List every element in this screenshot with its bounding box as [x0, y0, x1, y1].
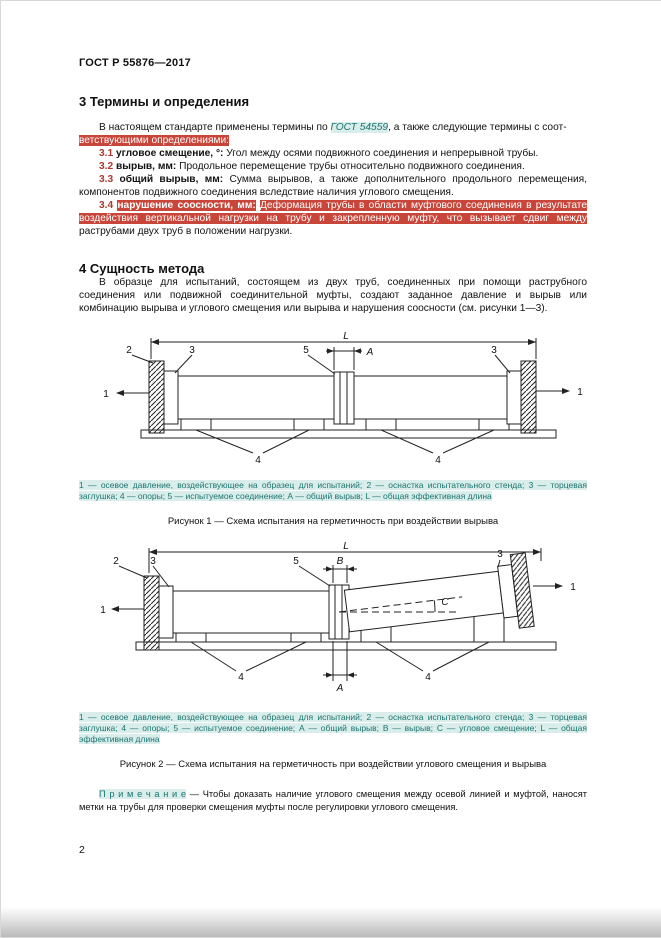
page-number: 2 — [79, 844, 85, 856]
callout-4: 4 — [255, 455, 261, 466]
figure-1-title: Рисунок 1 — Схема испытания на герметичн… — [167, 516, 499, 527]
tilted-centerline — [338, 596, 463, 613]
term-definition: Продольное перемещение трубы относительн… — [179, 161, 525, 172]
test-joint — [333, 371, 355, 425]
term-3-1: 3.1 угловое смещение, °: Угол между осям… — [79, 147, 587, 160]
standard-number-header: ГОСТ Р 55876—2017 — [79, 57, 191, 69]
note-paragraph: П р и м е ч а н и е — Чтобы доказать нал… — [79, 788, 587, 813]
figure-2-title: Рисунок 2 — Схема испытания на герметичн… — [119, 759, 547, 770]
stand-fixture-right — [509, 552, 535, 629]
term-3-2: 3.2 вырыв, мм: Продольное перемещение тр… — [79, 160, 587, 173]
term-number: 3.4 — [99, 200, 114, 211]
arrowheads — [116, 339, 570, 396]
section-4-heading: 4 Сущность метода — [79, 261, 205, 276]
leader-lines — [131, 354, 511, 454]
term-definition-rest: раструбами двух труб в положении нагрузк… — [79, 226, 293, 237]
figure-2-legend-text: 1 — осевое давление, воздействующее на о… — [79, 712, 587, 744]
note-label: П р и м е ч а н и е — [99, 789, 187, 799]
axial-pressure-arrows — [124, 390, 562, 394]
term-3-3: 3.3 общий вырыв, мм: Сумма вырывов, а та… — [79, 173, 587, 199]
callout-1: 1 — [577, 387, 583, 398]
figure-2: L 2 3 5 B 3 C 1 1 4 4 A — [91, 539, 587, 703]
section-4-body: В образце для испытаний, состоящем из дв… — [79, 277, 587, 314]
term-definition: Угол между осями подвижного соединения и… — [226, 148, 539, 159]
end-cap-right — [506, 370, 522, 425]
stand-fixture-left — [143, 575, 160, 651]
figure-2-diagram: L 2 3 5 B 3 C 1 1 4 4 A — [100, 541, 576, 694]
intro-text-highlighted: ветствующими определениями: — [79, 135, 229, 146]
stand-fixture-right — [520, 360, 537, 434]
end-cap-left — [163, 370, 179, 425]
figure-1-legend: 1 — осевое давление, воздействующее на о… — [79, 480, 587, 502]
intro-text-start: В настоящем стандарте применены термины … — [99, 122, 331, 133]
page-content: ГОСТ Р 55876—2017 3 Термины и определени… — [79, 1, 587, 822]
figure-2-legend: 1 — осевое давление, воздействующее на о… — [79, 712, 587, 745]
bench-base — [140, 429, 557, 439]
dim-A-label: A — [336, 683, 344, 694]
term-name: угловое смещение, °: — [116, 148, 224, 159]
term-name: общий вырыв, мм: — [119, 174, 224, 185]
note-text: — Чтобы доказать наличие углового смещен… — [79, 789, 587, 812]
dim-C-label: C — [441, 597, 449, 608]
section-3-heading: 3 Термины и определения — [79, 94, 250, 109]
pipe-left — [158, 590, 340, 634]
callout-2: 2 — [126, 345, 132, 356]
tilted-pipe-assembly — [338, 552, 535, 633]
figure-1-linework — [124, 338, 562, 454]
term-number: 3.2 — [99, 161, 114, 172]
term-number: 3.1 — [99, 148, 114, 159]
dimension-L — [148, 548, 542, 573]
callout-3: 3 — [150, 556, 156, 567]
end-cap-left — [158, 585, 174, 639]
figure-1: L 2 3 5 3 A 1 1 4 4 — [96, 331, 587, 471]
bench-base — [135, 641, 557, 651]
callout-4: 4 — [425, 672, 431, 683]
callout-3: 3 — [497, 549, 503, 560]
page-bottom-edge-shadow — [1, 907, 661, 937]
section-3-intro: В настоящем стандарте применены термины … — [79, 121, 587, 147]
term-3-4: 3.4 нарушение соосности, мм: Деформация … — [79, 199, 587, 238]
figure-1-diagram: L 2 3 5 3 A 1 1 4 4 — [103, 331, 583, 466]
dim-B-label: B — [337, 556, 344, 567]
dim-L-label: L — [343, 541, 349, 552]
callout-3: 3 — [189, 345, 195, 356]
dim-L-label: L — [343, 331, 349, 342]
axial-pressure-arrows — [119, 585, 555, 610]
callout-5: 5 — [293, 556, 299, 567]
callout-1: 1 — [570, 582, 576, 593]
callout-4: 4 — [435, 455, 441, 466]
intro-text-mid: , а также следующие термины с соот- — [388, 122, 567, 133]
term-number: 3.3 — [99, 174, 114, 185]
term-definition: Сумма вырывов, а также дополнительного п… — [79, 174, 587, 198]
callout-3: 3 — [491, 345, 497, 356]
stand-fixture-left — [148, 360, 165, 434]
dim-A-label: A — [366, 347, 374, 358]
figure-2-labels: L 2 3 5 B 3 C 1 1 4 4 A — [100, 541, 576, 694]
term-name: вырыв, мм: — [116, 161, 177, 172]
callout-5: 5 — [303, 345, 309, 356]
figure-2-linework — [118, 548, 557, 681]
callout-2: 2 — [113, 556, 119, 567]
callout-1: 1 — [100, 605, 106, 616]
angle-C-arc — [433, 600, 436, 613]
callout-4: 4 — [238, 672, 244, 683]
callout-1: 1 — [103, 389, 109, 400]
figure-1-legend-text: 1 — осевое давление, воздействующее на о… — [79, 480, 587, 501]
leader-lines — [118, 559, 501, 672]
gost-reference: ГОСТ 54559 — [330, 122, 389, 133]
figure-1-labels: L 2 3 5 3 A 1 1 4 4 — [103, 331, 583, 466]
term-name-highlighted: нарушение соосности, мм: — [117, 200, 256, 211]
dimension-L — [150, 338, 537, 359]
arrowheads — [111, 549, 563, 678]
